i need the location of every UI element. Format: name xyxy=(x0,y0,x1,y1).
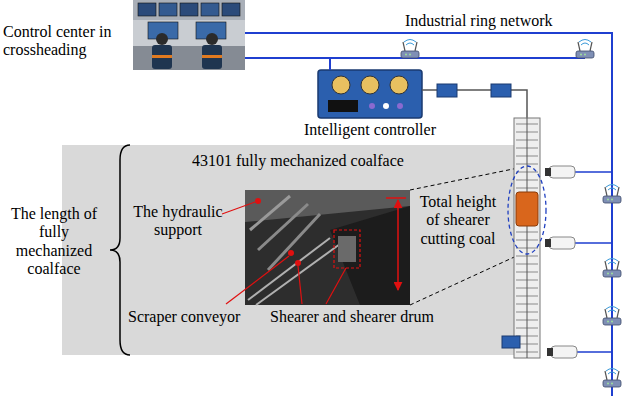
wireless-node xyxy=(401,40,419,59)
node-text: Control center in crossheading xyxy=(3,23,127,60)
coalface-photo xyxy=(334,230,360,268)
wireless-node xyxy=(401,40,621,388)
control-center-photo xyxy=(201,3,219,16)
camera xyxy=(547,348,553,356)
label-holder: The hydraulic support xyxy=(128,203,228,240)
node-text: 43101 fully mechanized coalface xyxy=(192,152,442,170)
dimension-label: Total height of shearer cutting coal xyxy=(414,193,502,248)
control-cable xyxy=(491,84,511,97)
coalface-photo xyxy=(248,238,330,300)
dimension-label: The length of fully mechanized coalface xyxy=(2,205,106,279)
control-center-photo xyxy=(159,3,177,16)
controller-device xyxy=(369,103,375,109)
coalface-photo xyxy=(268,214,320,270)
face-column xyxy=(502,336,520,348)
network-cable xyxy=(245,58,330,70)
part-label: Scraper conveyor xyxy=(128,308,263,326)
control-center-photo xyxy=(133,0,245,70)
control-center-photo xyxy=(180,3,198,16)
wireless-node xyxy=(603,307,621,326)
control-center-photo xyxy=(202,55,222,58)
control-center-photo xyxy=(206,33,218,45)
control-center-photo xyxy=(202,45,222,69)
wireless-node xyxy=(603,259,621,278)
control-center-photo xyxy=(222,3,240,16)
label-holder: Scraper conveyor xyxy=(128,308,263,326)
coalface-photo xyxy=(288,250,294,256)
leader-line xyxy=(326,268,346,304)
coalface-photo xyxy=(397,200,399,290)
coalface-photo xyxy=(255,198,261,204)
camera xyxy=(549,166,575,178)
leader-line xyxy=(222,202,346,304)
control-cable xyxy=(437,84,457,97)
wireless-node xyxy=(576,40,594,59)
face-column xyxy=(502,118,546,358)
controller-device xyxy=(361,76,379,94)
wireless-node xyxy=(603,369,621,388)
control-center-photo xyxy=(156,33,168,45)
coalface-photo xyxy=(338,236,356,262)
part-label: The hydraulic support xyxy=(128,203,228,240)
controller-device xyxy=(318,70,422,118)
camera xyxy=(545,166,612,358)
zoom-line xyxy=(410,253,523,305)
controller-device xyxy=(383,103,389,109)
label-holder: The length of fully mechanized coalface xyxy=(2,205,106,279)
face-column xyxy=(508,166,546,254)
coalface-photo xyxy=(256,244,340,305)
camera xyxy=(551,346,577,358)
label-holder: Total height of shearer cutting coal xyxy=(414,193,502,248)
coalface-photo xyxy=(295,260,301,266)
control-center-photo xyxy=(152,45,172,69)
ring-network-line xyxy=(330,57,585,59)
label-holder: Industrial ring network xyxy=(405,12,585,30)
controller-device xyxy=(328,100,358,112)
device-box: Intelligent controller xyxy=(318,70,422,118)
wireless-node xyxy=(603,185,621,204)
label-holder: Shearer and shearer drum xyxy=(270,308,505,326)
controller-device xyxy=(318,70,422,118)
control-cable xyxy=(422,84,527,118)
face-column xyxy=(527,118,528,358)
control-center-photo xyxy=(138,3,156,16)
node-text: Intelligent controller xyxy=(278,121,462,139)
coalface-photo xyxy=(258,204,308,250)
leader-line xyxy=(222,202,255,214)
control-center-photo xyxy=(133,0,245,70)
controller-device xyxy=(397,103,403,109)
camera xyxy=(545,168,551,176)
part-label: Shearer and shearer drum xyxy=(270,308,505,326)
control-center-photo xyxy=(133,46,245,70)
controller-device xyxy=(390,76,408,94)
length-bracket xyxy=(110,145,130,355)
control-center-photo xyxy=(152,55,172,58)
controller-device xyxy=(332,76,350,94)
camera xyxy=(545,239,551,247)
coalface-photo xyxy=(386,197,406,199)
face-column xyxy=(516,192,538,226)
control-center-photo xyxy=(133,0,245,20)
face-column xyxy=(514,118,540,358)
leader-line xyxy=(298,266,302,304)
coalface-region xyxy=(62,145,520,355)
network-label: Industrial ring network xyxy=(405,12,585,30)
zoom-line xyxy=(410,167,523,305)
camera xyxy=(549,237,575,249)
coalface-photo xyxy=(245,190,410,305)
photo-box: Control center in crossheading xyxy=(133,1,245,69)
leader-line xyxy=(226,256,289,304)
coalface-photo xyxy=(245,190,410,305)
zoom-line xyxy=(410,167,523,190)
